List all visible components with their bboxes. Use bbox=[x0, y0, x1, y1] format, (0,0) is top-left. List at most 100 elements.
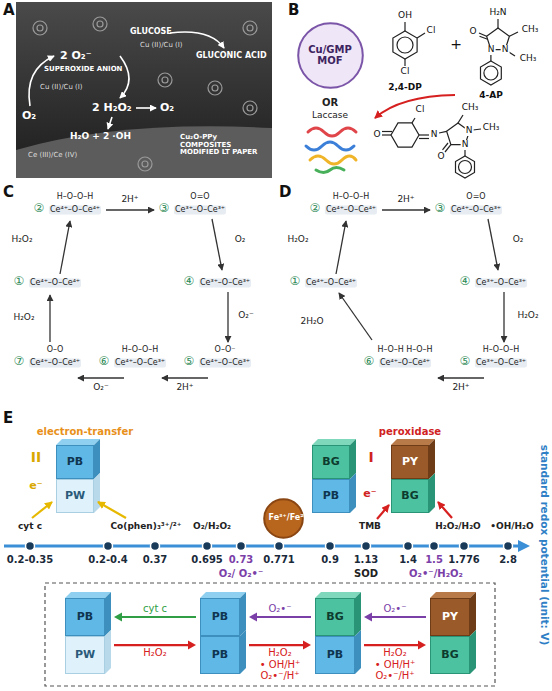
label: Cu₂O-PPy COMPOSITES MODIFIED LT PAPER bbox=[180, 134, 266, 157]
lattice-row: Ce⁴⁺–O–Ce⁴⁺ bbox=[29, 279, 81, 288]
arrow-line bbox=[256, 616, 311, 618]
panel-letter: A bbox=[3, 2, 15, 19]
stack-3d-face bbox=[105, 592, 111, 636]
cycle-arrow bbox=[212, 219, 222, 270]
stack-layer: PY bbox=[391, 445, 429, 479]
laccase-protein bbox=[306, 142, 354, 150]
cycle-arrow bbox=[78, 377, 124, 378]
electron-arrow bbox=[438, 502, 452, 518]
stack-3d-face bbox=[350, 473, 356, 513]
adsorbate-formula: H–O–O–H bbox=[122, 346, 159, 355]
chemical-bond bbox=[393, 31, 417, 59]
cage-molecule bbox=[247, 105, 253, 111]
lattice-row: Ce³⁺–O–Ce³⁺ bbox=[475, 279, 527, 288]
stack-layer: BG bbox=[315, 598, 355, 636]
panel-letter: D bbox=[279, 184, 291, 201]
cycle-arrow bbox=[162, 377, 208, 378]
panel-letter: E bbox=[3, 410, 13, 427]
potential-value: 0.2-0.4 bbox=[88, 554, 128, 565]
label: e⁻ bbox=[29, 480, 42, 492]
cage-molecule bbox=[243, 101, 257, 115]
potential-value: 0.37 bbox=[143, 554, 168, 565]
chemical-bond bbox=[404, 22, 405, 31]
dashed-frame bbox=[45, 583, 495, 686]
lattice-row: Ce⁴⁺–O–Ce⁴⁺ bbox=[49, 206, 101, 215]
cycle-arrow bbox=[336, 221, 346, 274]
chemical-bond bbox=[397, 37, 413, 53]
stack-layer: PB bbox=[315, 636, 355, 674]
atom-label: N bbox=[461, 140, 470, 150]
lattice-row: Ce³⁺–O–Ce³⁺ bbox=[199, 279, 251, 288]
stack-layer: PY bbox=[430, 598, 470, 636]
laccase-protein bbox=[316, 168, 344, 173]
potential-value: 1.4 bbox=[399, 554, 417, 565]
label: GLUCONIC ACID bbox=[196, 52, 267, 61]
node-text: PB bbox=[212, 611, 228, 623]
lattice-row: Ce³⁺–O–Ce³⁺ bbox=[174, 206, 226, 215]
node-text: PY bbox=[402, 456, 418, 468]
axis-dot bbox=[275, 542, 284, 551]
atom-label: N bbox=[501, 45, 510, 55]
axis-label: Co(phen)₃³⁺/²⁺ bbox=[111, 522, 182, 532]
node-text: Cu/GMP MOF bbox=[306, 44, 354, 66]
panel-letter: B bbox=[288, 2, 299, 19]
atom-label: CH₃ bbox=[462, 103, 479, 113]
axis-dot bbox=[430, 542, 439, 551]
node-text: PY bbox=[442, 611, 458, 623]
stack-layer: PW bbox=[65, 636, 105, 674]
stack-3d-face bbox=[470, 630, 476, 674]
label: SUPEROXIDE ANION bbox=[44, 66, 122, 74]
arrow-line bbox=[371, 616, 426, 618]
species-label: H₂O₂ bbox=[517, 311, 538, 321]
atom-label: CH₃ bbox=[522, 25, 539, 35]
lattice-row: Ce⁴⁺–O–Ce³⁺ bbox=[450, 206, 502, 215]
species-label: H₂O₂ bbox=[13, 313, 34, 323]
label: electron-transfer bbox=[37, 426, 133, 437]
axis-dot bbox=[326, 542, 335, 551]
lattice-row: Ce⁴⁺–O–Ce⁴⁺ bbox=[305, 279, 357, 288]
atom-label: OH bbox=[398, 11, 412, 21]
chemical-bond bbox=[458, 115, 463, 123]
chemical-bond bbox=[464, 150, 465, 156]
stack-layer: BG bbox=[312, 445, 350, 479]
callout-number: ② bbox=[310, 202, 321, 215]
electron-arrow bbox=[377, 505, 389, 519]
cycle-arrow bbox=[227, 292, 228, 342]
chemical-bond bbox=[382, 134, 391, 135]
adsorbate-formula: H–O–O–H bbox=[57, 193, 94, 202]
species-label: O₂ bbox=[513, 235, 524, 245]
species-label: 2H⁺ bbox=[176, 383, 193, 393]
chemical-bond bbox=[419, 138, 429, 139]
callout-number: ③ bbox=[435, 202, 446, 215]
callout-number: ⑦ bbox=[14, 355, 25, 368]
cycle-arrow bbox=[438, 377, 484, 378]
axis-dot bbox=[151, 542, 160, 551]
adsorbate-formula: H–O–O–H bbox=[483, 346, 520, 355]
axis-dot bbox=[237, 542, 246, 551]
laccase-protein bbox=[310, 156, 356, 164]
callout-number: ⑤ bbox=[184, 355, 195, 368]
axis-dot bbox=[104, 542, 113, 551]
label: I bbox=[368, 450, 373, 465]
lattice-row: Ce⁴⁺–O–Ce⁴⁺ bbox=[325, 206, 377, 215]
label: Cu (II)/Cu (I) bbox=[40, 84, 83, 92]
lattice-row: Ce⁴⁺–O–Ce³⁺ bbox=[199, 359, 251, 368]
label: H₂O + 2 ·OH bbox=[70, 132, 131, 142]
label: O₂•⁻/H₂O₂ bbox=[409, 568, 463, 579]
label: • OH/H⁺ bbox=[375, 659, 416, 670]
redox-couple-circle: Fe³⁺/Fe²⁺ bbox=[263, 498, 304, 539]
circle-outline bbox=[298, 23, 363, 88]
atom-label: O bbox=[373, 130, 380, 140]
stack-3d-face bbox=[429, 473, 435, 513]
axis-label: TMB bbox=[359, 522, 381, 532]
stack-layer: PB bbox=[312, 479, 350, 513]
stack-3d-face bbox=[105, 630, 111, 674]
species-label: 2H⁺ bbox=[397, 195, 414, 205]
electron-arrow bbox=[32, 502, 452, 519]
cage-molecule bbox=[247, 25, 253, 31]
potential-value: 0.771 bbox=[263, 554, 295, 565]
node-text: PB bbox=[212, 649, 228, 661]
node-text: Fe³⁺/Fe²⁺ bbox=[269, 514, 298, 523]
adsorbate-formula: O–O bbox=[47, 346, 64, 355]
callout-number: ⑤ bbox=[460, 355, 471, 368]
